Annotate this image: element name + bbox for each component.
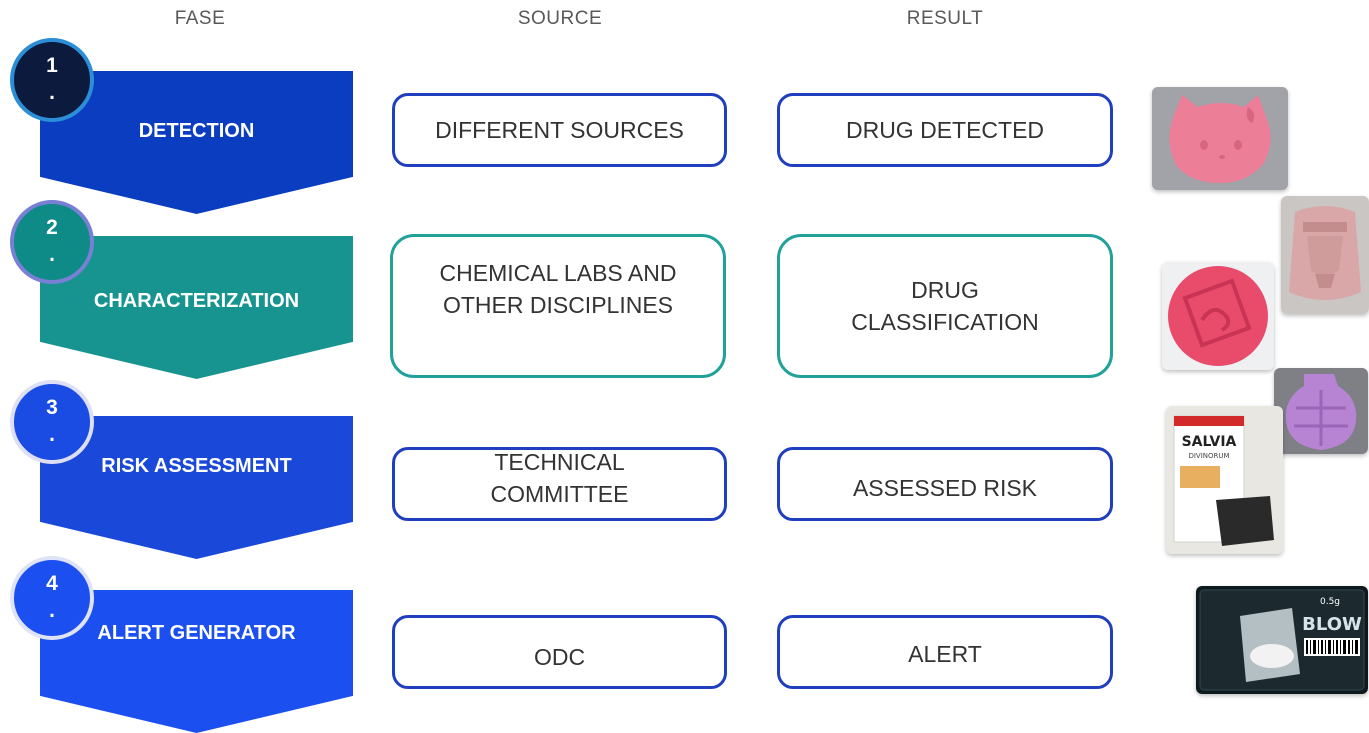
phase-1-dot: . (49, 81, 55, 105)
phase-2-number-badge: 2 . (10, 200, 94, 284)
phase-4-source: ODC (533, 643, 586, 670)
phase-1-number-badge: 1 . (10, 38, 94, 122)
phase-2-result: DRUG CLASSIFICATION (851, 276, 1039, 335)
phase-4-number-badge: 4 . (10, 556, 94, 640)
blow-weight-label: 0.5g (1320, 597, 1340, 607)
pink-bust-pill-image (1281, 196, 1369, 314)
phase-3-label: RISK ASSESSMENT (101, 455, 292, 477)
pink-cat-pill-photo (1152, 87, 1288, 190)
phase-1-result: DRUG DETECTED (845, 116, 1045, 143)
salvia-packet-image: SALVIA DIVINORUM (1166, 406, 1283, 554)
phase-2-result-box: DRUG CLASSIFICATION (777, 234, 1113, 378)
phase-1-number: 1 (46, 54, 58, 77)
phase-1-result-box: DRUG DETECTED (777, 93, 1113, 167)
phase-4-result-box: ALERT (777, 615, 1113, 689)
phase-3-result: ASSESSED RISK (852, 474, 1038, 501)
phase-3-dot: . (49, 423, 55, 447)
phase-4-number: 4 (46, 572, 58, 595)
blow-label: BLOW (1302, 614, 1362, 635)
phase-3-result-box: ASSESSED RISK (777, 447, 1113, 521)
phase-2-source: CHEMICAL LABS AND OTHER DISCIPLINES (439, 260, 677, 319)
phase-4-source-box: ODC (392, 615, 727, 689)
purple-grenade-pill-photo (1274, 368, 1368, 454)
phase-1-source: DIFFERENT SOURCES (435, 116, 684, 143)
barcode-icon (1306, 640, 1358, 654)
phase-2-number: 2 (46, 216, 58, 239)
phase-3-source: TECHNICAL COMMITTEE (490, 449, 629, 508)
red-pill-photo (1162, 262, 1274, 370)
phase-4-label: ALERT GENERATOR (97, 622, 296, 644)
red-pill-image (1162, 262, 1274, 370)
phase-3-number-badge: 3 . (10, 380, 94, 464)
salvia-sub-label: DIVINORUM (1188, 452, 1229, 460)
blow-packet-photo: BLOW 0.5g (1196, 586, 1368, 694)
purple-grenade-pill-image (1274, 368, 1368, 454)
phase-2-dot: . (49, 243, 55, 267)
salvia-label: SALVIA (1182, 434, 1237, 450)
phase-2-label: CHARACTERIZATION (93, 290, 300, 312)
pink-cat-pill-image (1152, 87, 1288, 190)
phase-1-source-box: DIFFERENT SOURCES (392, 93, 727, 167)
blow-packet-image: BLOW 0.5g (1196, 586, 1368, 694)
pink-bust-pill-photo (1281, 196, 1369, 314)
header-fase: FASE (174, 8, 226, 29)
phase-4-dot: . (49, 599, 55, 623)
phase-1-label: DETECTION (138, 120, 255, 142)
phase-3-number: 3 (46, 396, 58, 419)
phase-3-source-box: TECHNICAL COMMITTEE (392, 447, 727, 521)
header-source: SOURCE (517, 8, 603, 29)
phase-4-result: ALERT (908, 640, 982, 667)
phase-2-source-box: CHEMICAL LABS AND OTHER DISCIPLINES (390, 234, 726, 378)
header-result: RESULT (906, 8, 984, 29)
salvia-packet-photo: SALVIA DIVINORUM (1166, 406, 1283, 554)
